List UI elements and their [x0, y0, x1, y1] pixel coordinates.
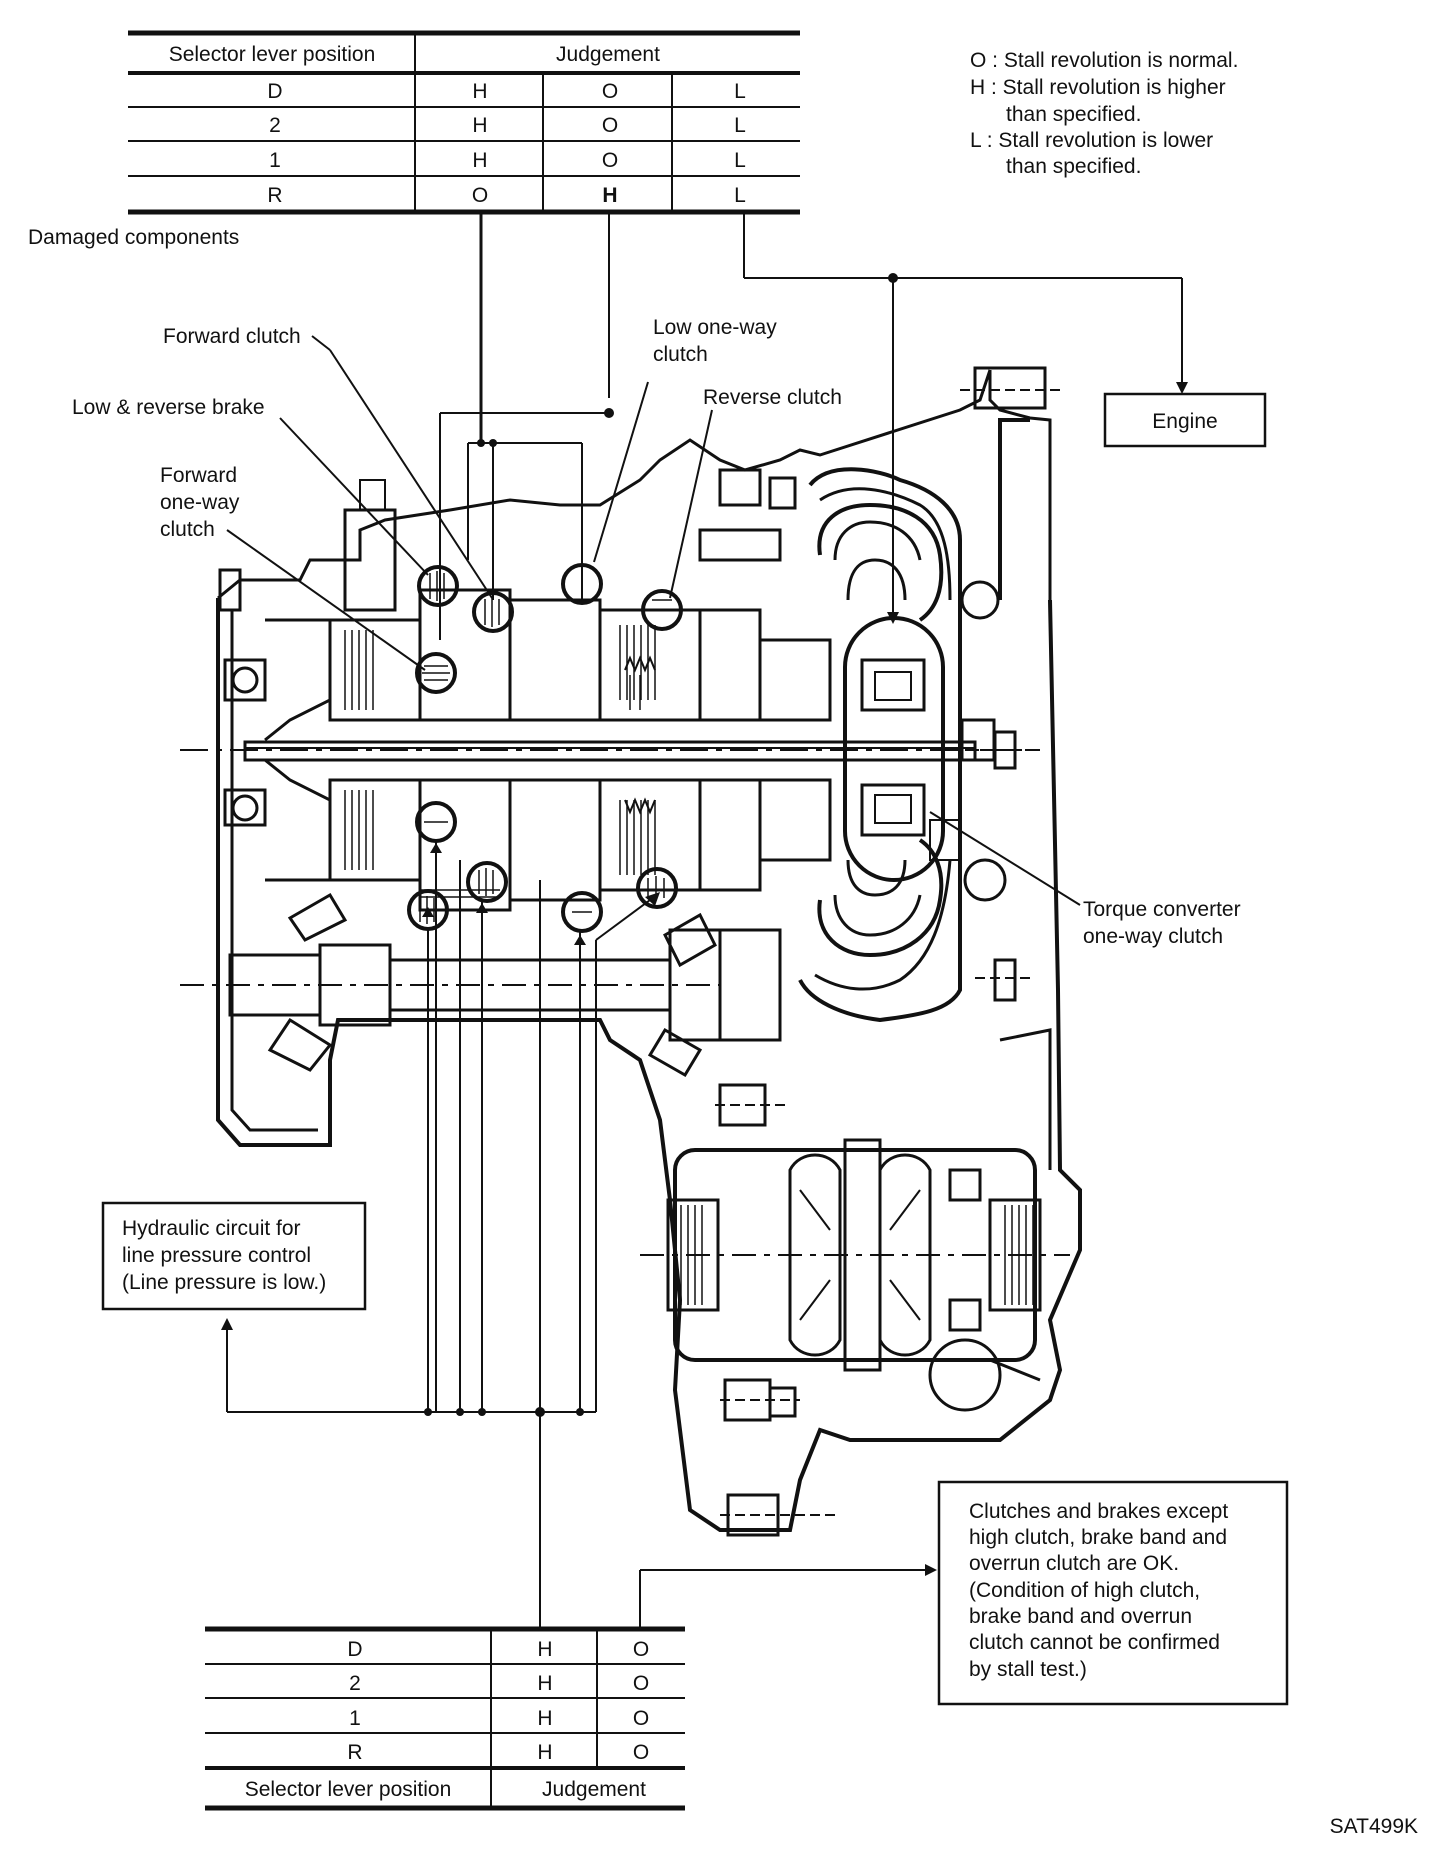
top-table-row-d-l: L	[734, 80, 746, 103]
low-owc-circle-upper	[561, 563, 603, 605]
bottom-table-row-2-o: O	[633, 1672, 649, 1695]
legend-higher-cont: than specified.	[1006, 103, 1141, 126]
bottom-connector-lines	[221, 841, 937, 1628]
damaged-components-label: Damaged components	[28, 226, 239, 249]
hydraulic-line-3: (Line pressure is low.)	[122, 1271, 326, 1294]
top-connector-lines	[439, 212, 1188, 640]
bottom-table-row-1-pos: 1	[349, 1707, 361, 1730]
bottom-table-row-d-pos: D	[347, 1638, 362, 1661]
forward-owc-label-1: Forward	[160, 464, 237, 487]
stall-legend: O : Stall revolution is normal. H : Stal…	[970, 49, 1238, 178]
top-table-row-d-pos: D	[267, 80, 282, 103]
bottom-table-row-2-pos: 2	[349, 1672, 361, 1695]
hydraulic-line-1: Hydraulic circuit for	[122, 1217, 301, 1240]
engine-label: Engine	[1152, 410, 1217, 433]
top-table-row-1-pos: 1	[269, 149, 281, 172]
top-table-header-judgement: Judgement	[556, 43, 660, 66]
bottom-table-row-1-h: H	[537, 1707, 552, 1730]
top-table-row-r-o: O	[472, 184, 488, 207]
figure-code: SAT499K	[1330, 1815, 1418, 1838]
clutch-box-line-4: (Condition of high clutch,	[969, 1579, 1200, 1602]
low-owc-circle-lower	[561, 891, 603, 933]
engine-box	[1103, 392, 1267, 448]
top-table-row-1-o: O	[602, 149, 618, 172]
forward-owc-label-2: one-way	[160, 491, 240, 514]
forward-clutch-label: Forward clutch	[163, 325, 301, 348]
top-table-row-1-l: L	[734, 149, 746, 172]
bottom-table-row-r-h: H	[537, 1741, 552, 1764]
transmission-cross-section	[180, 366, 1082, 1537]
bottom-table-row-r-pos: R	[347, 1741, 362, 1764]
top-table-row-d-o: O	[602, 80, 618, 103]
top-table-row-r-pos: R	[267, 184, 282, 207]
component-labels: Forward clutch Low & reverse brake Forwa…	[72, 316, 1241, 948]
bottom-table-footer-position: Selector lever position	[245, 1778, 452, 1801]
top-table-row-2-h: H	[472, 114, 487, 137]
top-table-row-1-h: H	[472, 149, 487, 172]
low-reverse-brake-label: Low & reverse brake	[72, 396, 265, 419]
low-owc-label-1: Low one-way	[653, 316, 777, 339]
hydraulic-circuit-box	[101, 1201, 367, 1311]
top-table-row-2-o: O	[602, 114, 618, 137]
clutch-box-line-2: high clutch, brake band and	[969, 1526, 1227, 1549]
top-table-row-r-l: L	[734, 184, 746, 207]
tc-owc-label-2: one-way clutch	[1083, 925, 1223, 948]
forward-clutch-circle-upper	[472, 591, 514, 633]
forward-owc-circle-upper	[415, 652, 457, 694]
reverse-clutch-label: Reverse clutch	[703, 386, 842, 409]
bottom-table-row-d-h: H	[537, 1638, 552, 1661]
low-owc-label-2: clutch	[653, 343, 708, 366]
bottom-table-row-2-h: H	[537, 1672, 552, 1695]
top-judgement-table: Selector lever position Judgement D H O …	[128, 30, 800, 215]
forward-owc-label-3: clutch	[160, 518, 215, 541]
tc-owc-label-1: Torque converter	[1083, 898, 1241, 921]
top-table-row-2-pos: 2	[269, 114, 281, 137]
clutch-box-line-7: by stall test.)	[969, 1658, 1087, 1681]
clutch-box-line-5: brake band and overrun	[969, 1605, 1192, 1628]
low-reverse-brake-circle-upper	[417, 565, 459, 607]
legend-lower: L : Stall revolution is lower	[970, 129, 1213, 152]
bottom-judgement-table: D H O 2 H O 1 H O R H O Selector lever p…	[205, 1626, 685, 1811]
top-table-row-d-h: H	[472, 80, 487, 103]
bottom-table-footer-judgement: Judgement	[542, 1778, 646, 1801]
top-table-header-position: Selector lever position	[169, 43, 376, 66]
legend-lower-cont: than specified.	[1006, 155, 1141, 178]
forward-clutch-circle-lower	[466, 861, 508, 903]
top-table-row-r-h: H	[602, 184, 617, 207]
top-table-row-2-l: L	[734, 114, 746, 137]
clutches-ok-box	[937, 1480, 1289, 1706]
clutch-box-line-6: clutch cannot be confirmed	[969, 1631, 1220, 1654]
bottom-table-row-r-o: O	[633, 1741, 649, 1764]
bottom-table-row-d-o: O	[633, 1638, 649, 1661]
bottom-table-row-1-o: O	[633, 1707, 649, 1730]
legend-normal: O : Stall revolution is normal.	[970, 49, 1238, 72]
reverse-clutch-circle-lower	[636, 867, 678, 909]
clutch-box-line-1: Clutches and brakes except	[969, 1500, 1228, 1523]
clutch-box-line-3: overrun clutch are OK.	[969, 1552, 1179, 1575]
reverse-clutch-circle-upper	[641, 589, 683, 631]
leader-lines	[226, 335, 1081, 906]
hydraulic-line-2: line pressure control	[122, 1244, 311, 1267]
legend-higher: H : Stall revolution is higher	[970, 76, 1226, 99]
